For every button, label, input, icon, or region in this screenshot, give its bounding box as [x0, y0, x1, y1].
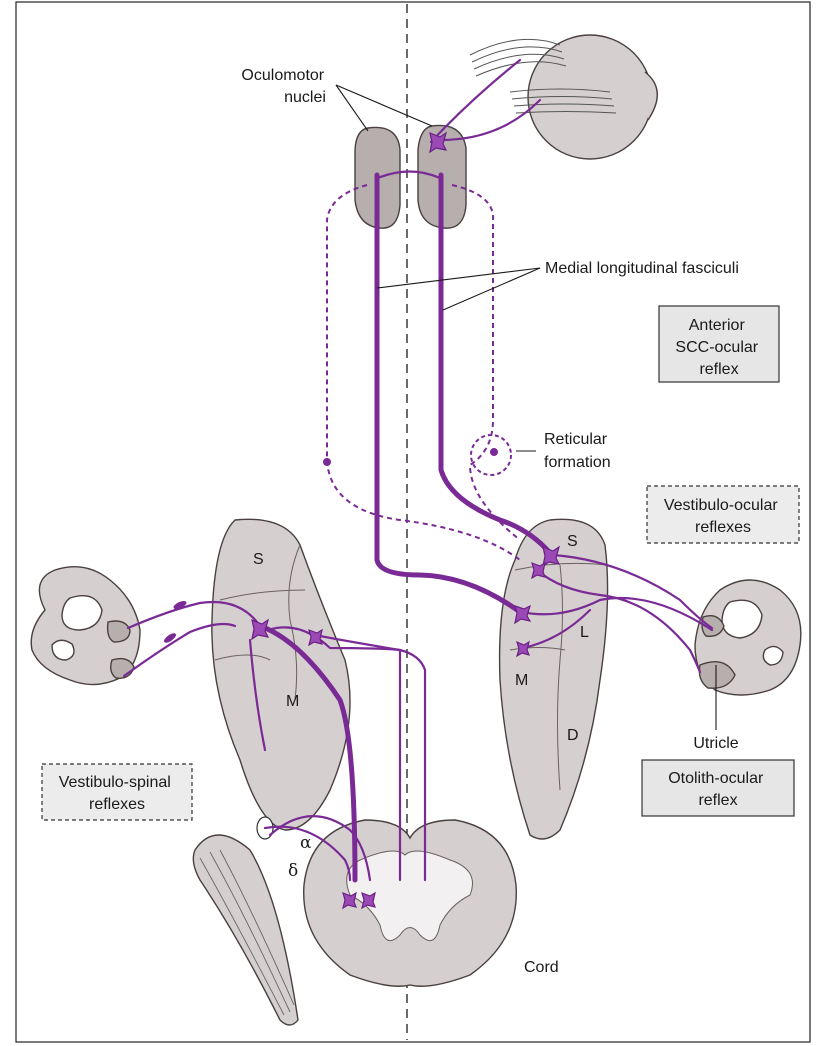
vestibular-nuclei-left	[212, 519, 350, 830]
label-mlf: Medial longitudinal fasciculi	[545, 260, 739, 277]
box-otolith-ocular-reflex: Otolith-ocular reflex	[642, 760, 794, 816]
labyrinth-left	[31, 567, 140, 685]
label-oculomotor: Oculomotor nuclei	[241, 67, 328, 106]
spinal-cord	[304, 820, 517, 986]
label-nucleus-m-right: M	[515, 672, 528, 689]
labyrinth-right	[695, 580, 801, 695]
box-vestibulo-spinal-reflexes: Vestibulo-spinal reflexes	[42, 764, 192, 820]
label-cord: Cord	[524, 959, 559, 976]
label-nucleus-m-left: M	[286, 693, 299, 710]
label-nucleus-d-right: D	[567, 727, 579, 744]
eyeball	[470, 35, 657, 159]
label-reticular: Reticular formation	[544, 431, 612, 471]
label-nucleus-l-right: L	[580, 624, 589, 641]
label-delta: δ	[288, 861, 298, 881]
label-alpha: α	[300, 833, 312, 853]
muscle-spindle	[193, 817, 298, 1025]
box-vestibulo-ocular-reflexes: Vestibulo-ocular reflexes	[647, 486, 799, 543]
box-anterior-scc-ocular-reflex: Anterior SCC-ocular reflex	[659, 306, 779, 382]
label-nucleus-s-left: S	[253, 551, 264, 568]
label-nucleus-s-right: S	[567, 533, 578, 550]
label-utricle: Utricle	[693, 735, 738, 752]
